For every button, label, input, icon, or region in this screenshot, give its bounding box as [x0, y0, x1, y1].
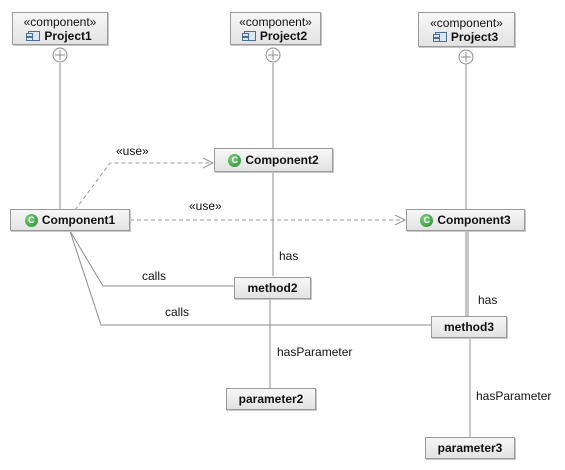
edge-use-component1-component2 — [74, 162, 212, 211]
project3-name: Project3 — [450, 29, 499, 44]
arrowhead-use-component2 — [202, 157, 215, 169]
class-icon: C — [420, 213, 434, 227]
containment-marker-project2 — [265, 47, 281, 63]
class-icon: C — [24, 213, 38, 227]
class-icon: C — [228, 153, 242, 167]
project1-name: Project1 — [44, 28, 92, 43]
component3-box[interactable]: C Component3 — [406, 209, 525, 231]
parameter2-box[interactable]: parameter2 — [226, 388, 316, 410]
component3-name: Component3 — [437, 213, 511, 227]
project2-stereotype: «component» — [239, 14, 312, 29]
edge-label-calls-1: calls — [142, 269, 167, 283]
project3-stereotype: «component» — [430, 15, 503, 30]
project3-box[interactable]: «component» Project3 — [418, 12, 515, 47]
method3-name: method3 — [443, 320, 494, 334]
parameter3-name: parameter3 — [437, 441, 503, 455]
component1-box[interactable]: C Component1 — [10, 209, 130, 231]
containment-marker-project3 — [458, 49, 474, 65]
containment-marker-project1 — [52, 47, 68, 63]
component2-box[interactable]: C Component2 — [214, 148, 333, 172]
arrowhead-use-component3 — [394, 214, 407, 226]
method3-box[interactable]: method3 — [431, 316, 507, 338]
package-icon — [26, 30, 41, 41]
project2-box[interactable]: «component» Project2 — [230, 12, 321, 45]
package-icon — [241, 30, 256, 41]
edge-label-has-2: has — [478, 293, 498, 307]
component1-name: Component1 — [41, 213, 116, 227]
edge-calls-method2 — [69, 230, 234, 287]
edge-label-hasparameter-1: hasParameter — [277, 345, 353, 359]
component2-name: Component2 — [245, 153, 319, 167]
package-icon — [432, 31, 447, 42]
edge-label-use-2: «use» — [189, 199, 222, 213]
parameter3-box[interactable]: parameter3 — [425, 437, 515, 459]
edge-label-use-1: «use» — [116, 144, 149, 158]
parameter2-name: parameter2 — [238, 392, 304, 406]
edge-label-has-1: has — [279, 249, 299, 263]
project1-stereotype: «component» — [23, 14, 97, 29]
project2-name: Project2 — [259, 28, 308, 43]
project1-box[interactable]: «component» Project1 — [12, 12, 108, 45]
method2-box[interactable]: method2 — [234, 277, 311, 299]
edge-calls-method3 — [69, 230, 431, 326]
edge-label-calls-2: calls — [165, 305, 190, 319]
edge-label-hasparameter-2: hasParameter — [476, 389, 552, 403]
method2-name: method2 — [247, 281, 298, 295]
